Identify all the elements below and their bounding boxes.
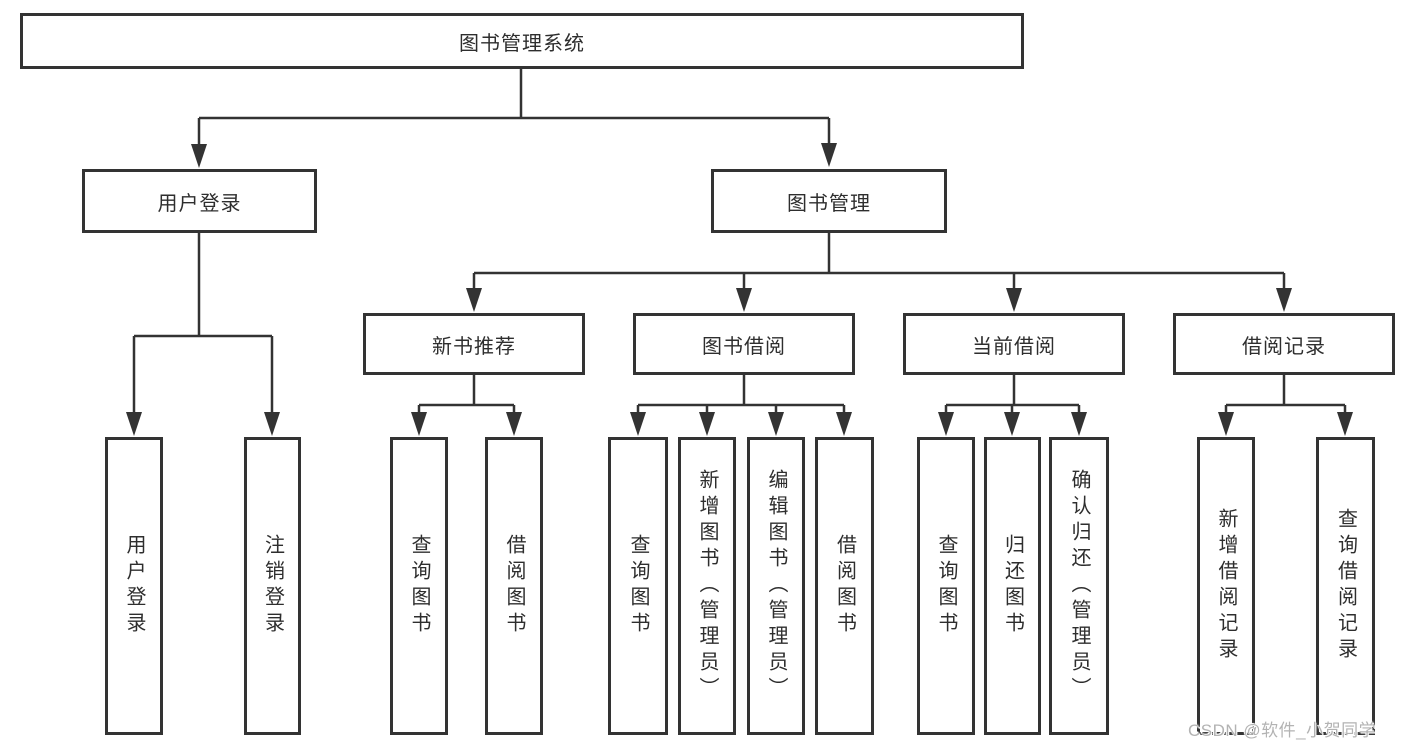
leaf-user-login-label: 用户登录: [123, 534, 145, 638]
leaf-edit-book-admin-label: 编辑图书（管理员）: [765, 469, 787, 703]
leaf-add-book-admin-label: 新增图书（管理员）: [696, 469, 718, 703]
leaf-logout: 注销登录: [244, 437, 301, 735]
leaf-query-borrow-record: 查询借阅记录: [1316, 437, 1375, 735]
csdn-watermark: CSDN @软件_小贺同学: [1188, 721, 1377, 740]
leaf-add-borrow-record-label: 新增借阅记录: [1215, 508, 1237, 664]
node-current-borrow: 当前借阅: [903, 313, 1125, 375]
node-user-login: 用户登录: [82, 169, 317, 233]
leaf-confirm-return-admin-label: 确认归还（管理员）: [1068, 469, 1090, 703]
leaf-query-books-borrow-label: 查询图书: [627, 534, 649, 638]
leaf-query-books-borrow: 查询图书: [608, 437, 668, 735]
node-root-system: 图书管理系统: [20, 13, 1024, 69]
leaf-borrow-books: 借阅图书: [815, 437, 874, 735]
leaf-borrow-books-recommend: 借阅图书: [485, 437, 543, 735]
leaf-return-book: 归还图书: [984, 437, 1041, 735]
leaf-query-books-recommend: 查询图书: [390, 437, 448, 735]
node-book-management: 图书管理: [711, 169, 947, 233]
leaf-add-book-admin: 新增图书（管理员）: [678, 437, 736, 735]
leaf-query-borrow-record-label: 查询借阅记录: [1334, 508, 1357, 664]
leaf-add-borrow-record: 新增借阅记录: [1197, 437, 1255, 735]
node-borrow-records: 借阅记录: [1173, 313, 1395, 375]
node-new-book-recommend: 新书推荐: [363, 313, 585, 375]
leaf-edit-book-admin: 编辑图书（管理员）: [747, 437, 805, 735]
node-book-borrow: 图书借阅: [633, 313, 855, 375]
leaf-query-books-current-label: 查询图书: [935, 534, 957, 638]
leaf-borrow-books-recommend-label: 借阅图书: [503, 534, 525, 638]
leaf-borrow-books-label: 借阅图书: [833, 534, 856, 638]
leaf-return-book-label: 归还图书: [1001, 534, 1024, 638]
leaf-query-books-current: 查询图书: [917, 437, 975, 735]
leaf-logout-label: 注销登录: [261, 534, 284, 638]
leaf-query-books-recommend-label: 查询图书: [408, 534, 430, 638]
leaf-confirm-return-admin: 确认归还（管理员）: [1049, 437, 1109, 735]
leaf-user-login: 用户登录: [105, 437, 163, 735]
